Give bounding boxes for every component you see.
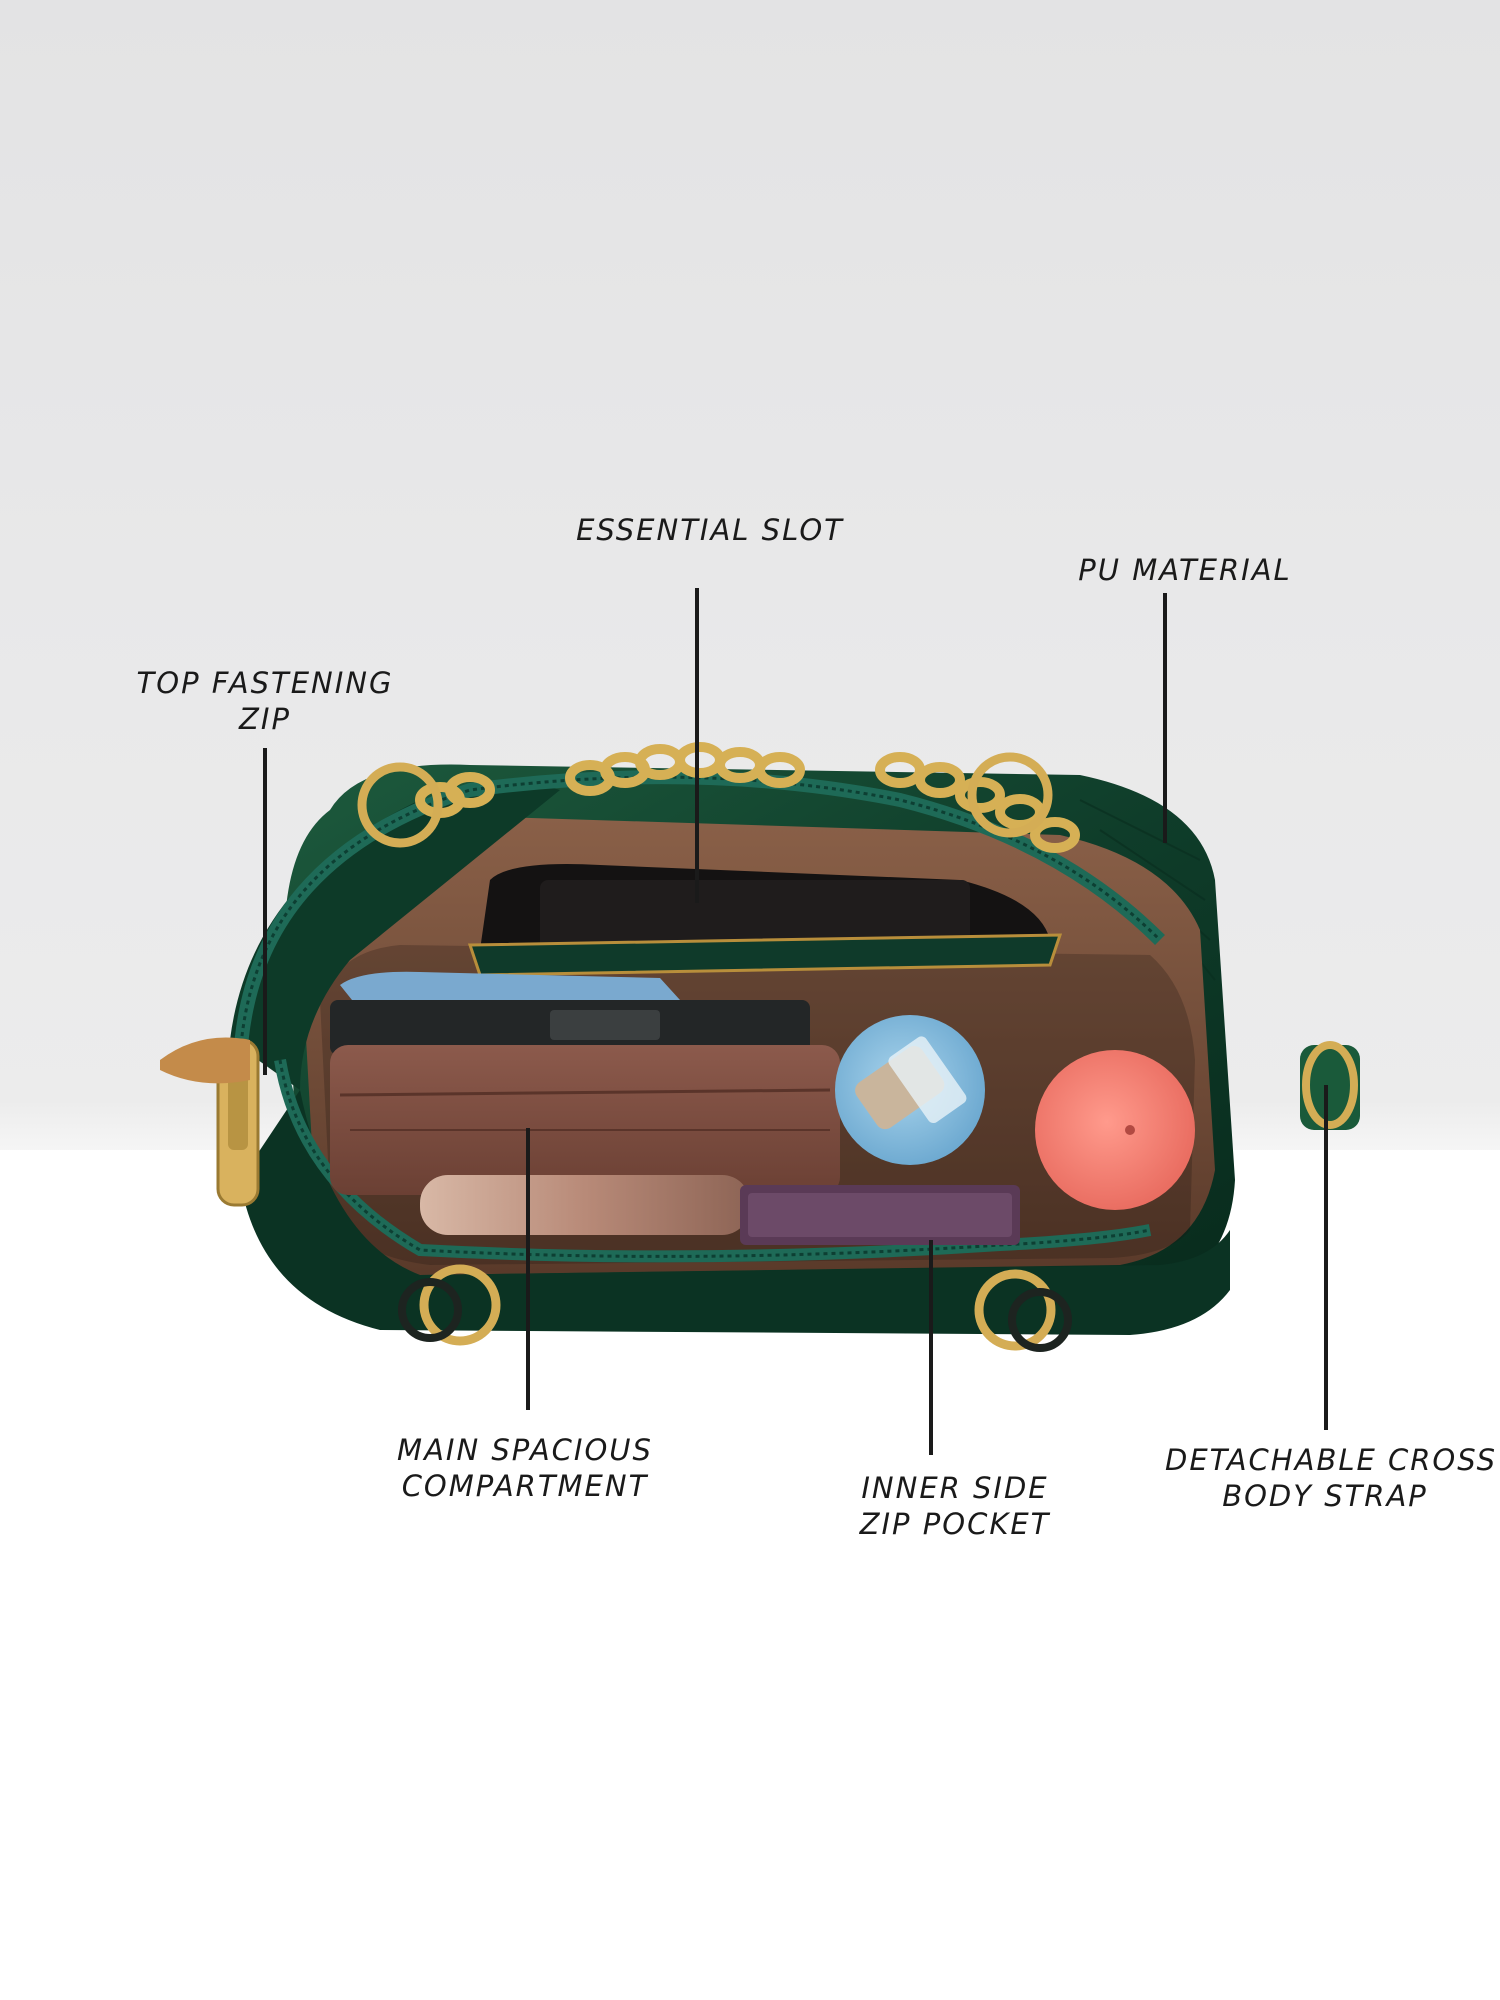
leader-line-main-compartment (526, 1128, 530, 1410)
callout-pu-material-line-1: PU MATERIAL (1078, 553, 1292, 587)
callout-top-fastening-zip: TOP FASTENING ZIP (135, 665, 395, 737)
callout-main-compartment-line-2: COMPARTMENT (401, 1469, 649, 1503)
callout-detachable-strap: DETACHABLE CROSS BODY STRAP (1165, 1442, 1498, 1514)
callout-main-compartment-line-1: MAIN SPACIOUS (397, 1433, 653, 1467)
leader-line-inner-side-zip-pocket (929, 1240, 933, 1455)
callout-detachable-strap-line-2: BODY STRAP (1222, 1479, 1428, 1513)
leader-line-top-fastening-zip (263, 748, 267, 1075)
callout-essential-slot: ESSENTIAL SLOT (570, 512, 850, 548)
callout-detachable-strap-line-1: DETACHABLE CROSS (1165, 1443, 1498, 1477)
callout-top-fastening-zip-line-2: ZIP (239, 702, 291, 736)
leader-line-detachable-strap (1324, 1085, 1328, 1430)
callout-main-compartment: MAIN SPACIOUS COMPARTMENT (390, 1432, 660, 1504)
leader-line-essential-slot (695, 588, 699, 903)
leader-line-pu-material (1163, 593, 1167, 843)
callout-inner-side-zip-pocket-line-1: INNER SIDE (861, 1471, 1049, 1505)
callout-top-fastening-zip-line-1: TOP FASTENING (136, 666, 394, 700)
callout-pu-material: PU MATERIAL (1070, 552, 1300, 588)
callout-essential-slot-line-1: ESSENTIAL SLOT (576, 513, 844, 547)
callout-inner-side-zip-pocket-line-2: ZIP POCKET (859, 1507, 1051, 1541)
callout-inner-side-zip-pocket: INNER SIDE ZIP POCKET (850, 1470, 1060, 1542)
